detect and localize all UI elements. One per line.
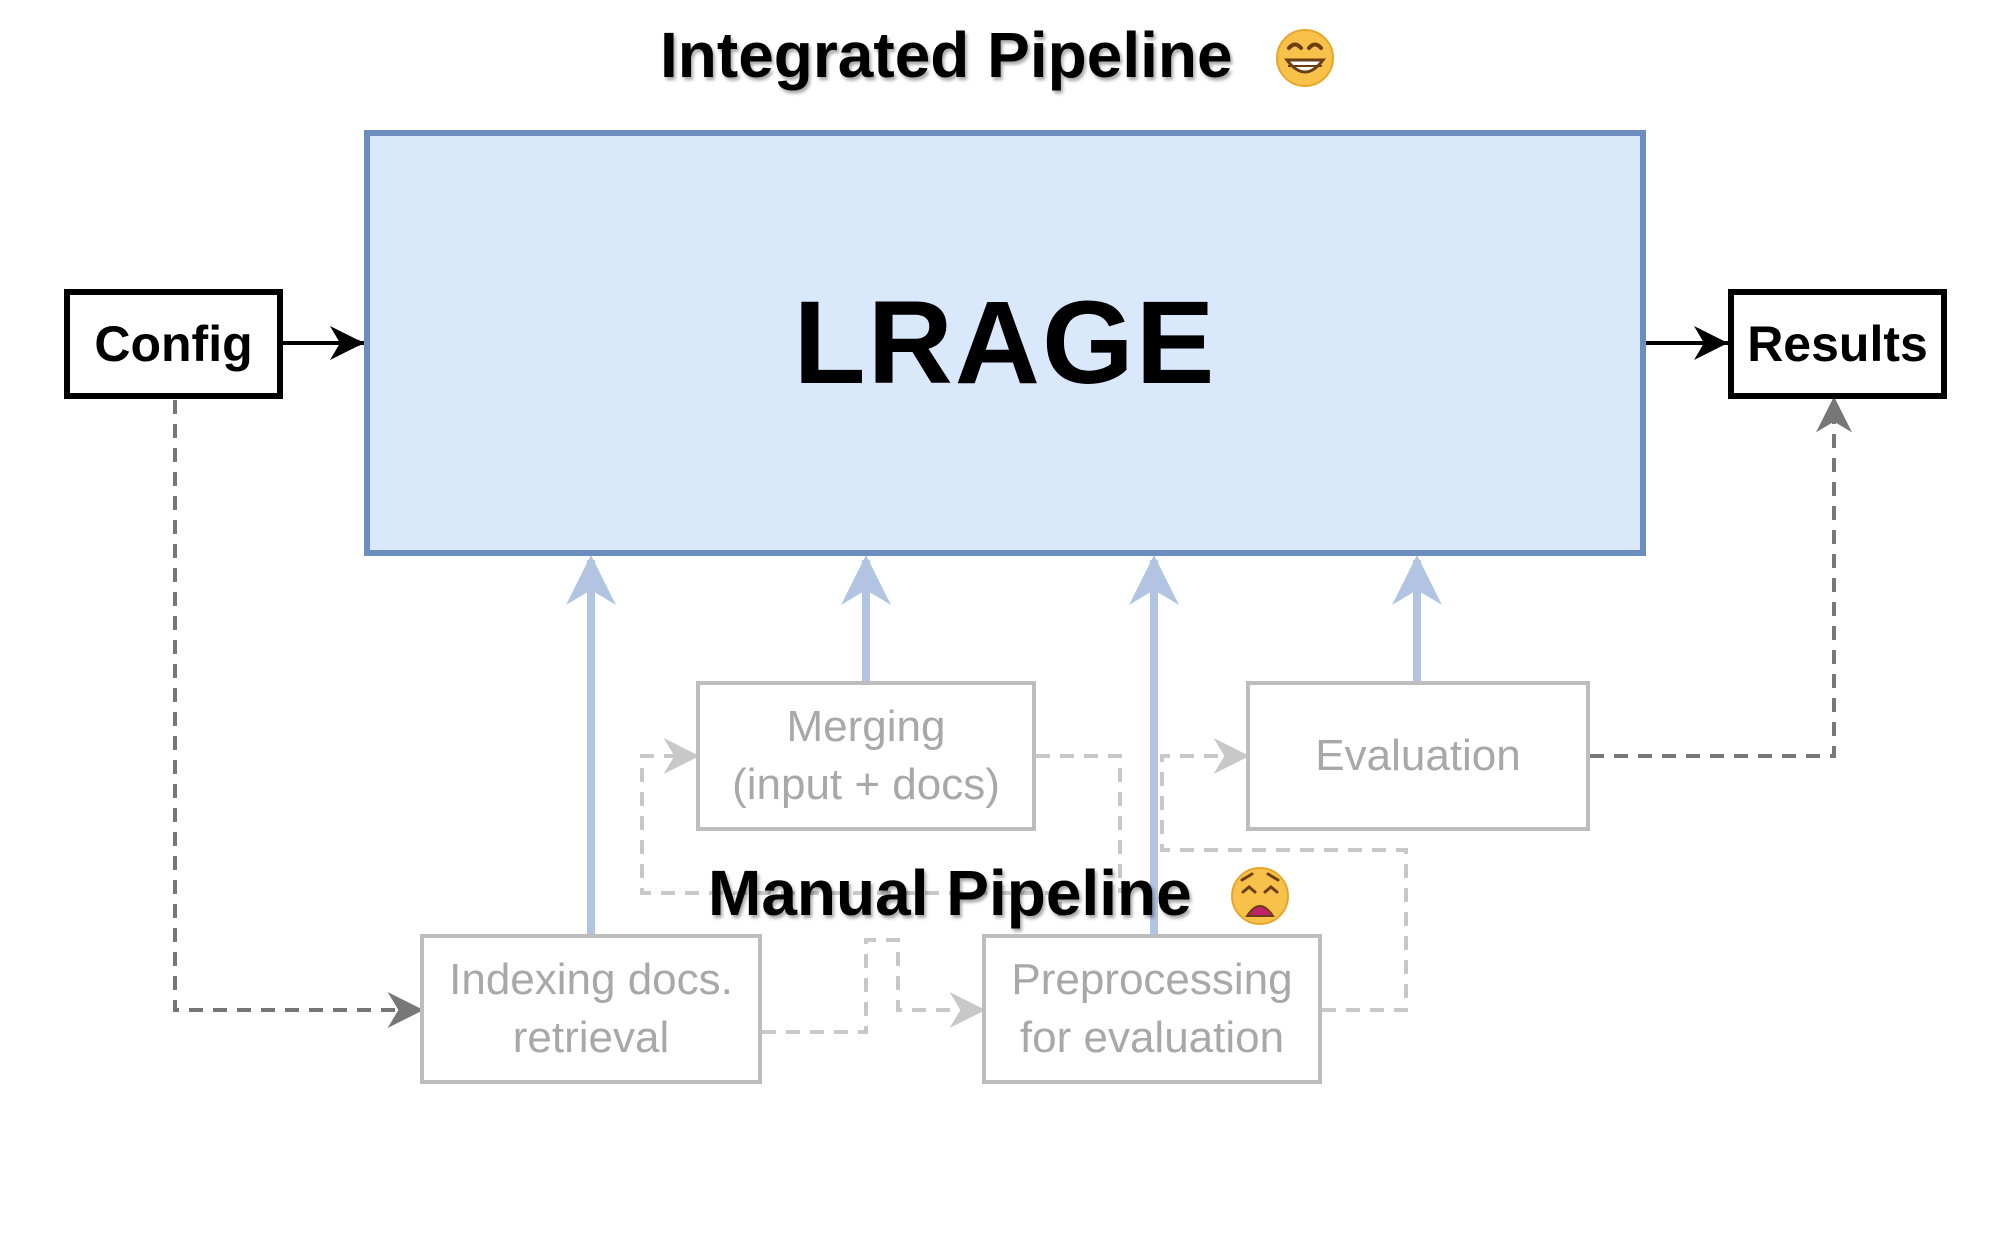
integrated-pipeline-title: Integrated Pipeline: [660, 19, 1233, 91]
indexing-label: Indexing docs. retrieval: [449, 955, 733, 1062]
config-to-indexing-dashed-arrow: [173, 400, 424, 1028]
lrage-box: LRAGE: [364, 130, 1646, 556]
preprocessing-label: Preprocessing for evaluation: [1011, 955, 1293, 1062]
preprocessing-to-evaluation-dashed-arrow: [1160, 738, 1408, 1012]
config-box: Config: [64, 289, 283, 399]
lrage-label: LRAGE: [793, 277, 1217, 409]
merging-box: Merging (input + docs): [696, 681, 1036, 831]
merging-side-dashed-line: [1036, 754, 1122, 893]
evaluation-to-results-dashed-arrow: [1590, 396, 1852, 758]
merging-label: Merging (input + docs): [732, 702, 1000, 809]
preprocessing-box: Preprocessing for evaluation: [982, 934, 1322, 1084]
evaluation-box: Evaluation: [1246, 681, 1590, 831]
evaluation-label: Evaluation: [1315, 731, 1521, 780]
results-box: Results: [1728, 289, 1947, 399]
manual-pipeline-title: Manual Pipeline: [708, 857, 1192, 929]
lrage-to-results-arrowhead: [1694, 326, 1728, 360]
results-label: Results: [1747, 316, 1928, 372]
config-to-lrage-arrowhead: [330, 326, 364, 360]
indexing-to-preprocessing-dashed-arrow: [762, 938, 986, 1034]
indexing-box: Indexing docs. retrieval: [420, 934, 762, 1084]
grinning-face-icon: [1276, 29, 1334, 87]
config-label: Config: [94, 316, 253, 372]
weary-face-icon: [1231, 867, 1289, 925]
to-merging-dashed-arrow: [640, 738, 1062, 916]
